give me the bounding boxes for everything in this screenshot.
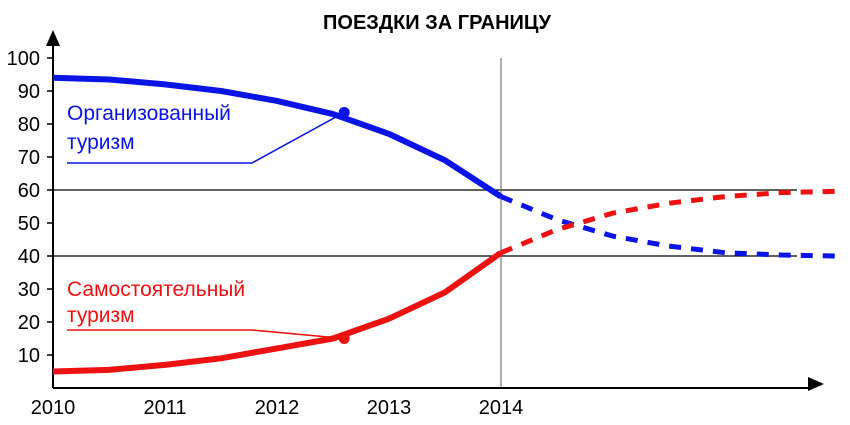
x-tick-label-2010: 2010 <box>31 397 76 419</box>
y-tick-label-90: 90 <box>18 81 40 103</box>
y-tick-label-80: 80 <box>18 114 40 136</box>
series-leader-line-1 <box>67 329 345 340</box>
y-axis-arrow-icon <box>46 30 60 46</box>
y-tick-label-60: 60 <box>18 180 40 202</box>
y-tick-label-50: 50 <box>18 213 40 235</box>
y-tick-label-20: 20 <box>18 312 40 334</box>
y-tick-label-100: 100 <box>7 48 40 70</box>
chart-title: ПОЕЗДКИ ЗА ГРАНИЦУ <box>323 12 552 34</box>
x-tick-label-2012: 2012 <box>255 397 300 419</box>
series-line-0 <box>52 74 503 200</box>
series-label-line1-0: Организованный <box>67 102 231 125</box>
y-tick-label-40: 40 <box>18 246 40 268</box>
series-forecast-line-1 <box>500 188 838 256</box>
y-tick-label-30: 30 <box>18 279 40 301</box>
y-tick-label-10: 10 <box>18 345 40 367</box>
series-forecast-line-0 <box>500 194 838 259</box>
series-label-line1-1: Самостоятельный <box>67 278 245 301</box>
x-tick-label-2014: 2014 <box>479 397 524 419</box>
series-label-line2-1: туризм <box>67 304 135 327</box>
x-tick-label-2013: 2013 <box>367 397 412 419</box>
series-leader-line-0 <box>67 111 345 164</box>
y-tick-label-70: 70 <box>18 147 40 169</box>
x-tick-label-2011: 2011 <box>143 397 186 419</box>
series-line-1 <box>52 250 503 375</box>
series-label-line2-0: туризм <box>67 131 135 154</box>
x-axis-arrow-icon <box>808 377 824 391</box>
